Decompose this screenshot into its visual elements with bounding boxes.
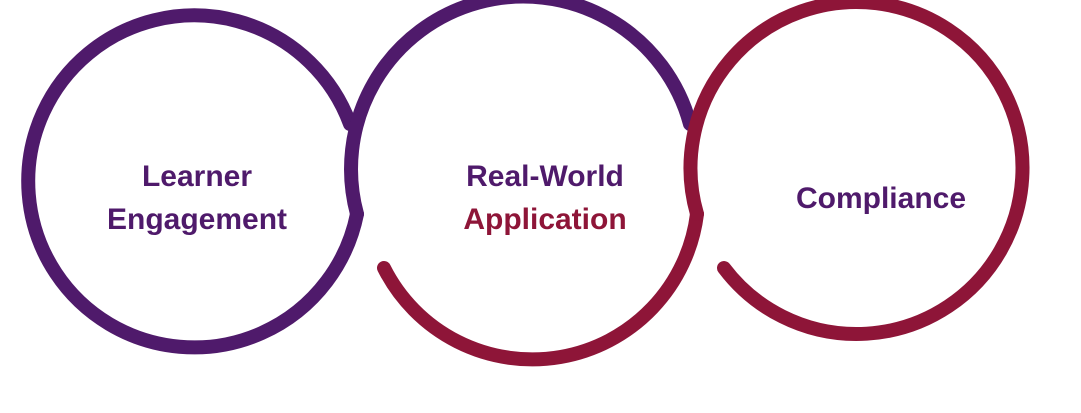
circle-real-world-application: Real-World Application — [344, 0, 704, 367]
ring-real-world-application-top — [344, 0, 697, 221]
circle-2-line-2: Application — [463, 203, 626, 236]
circle-2-line-1: Real-World — [466, 160, 624, 193]
circle-compliance: Compliance — [683, 0, 1030, 341]
circle-1-line-1: Learner — [142, 160, 252, 193]
ring-real-world-application-bottom — [377, 207, 704, 367]
circle-1-line-2: Engagement — [107, 203, 287, 236]
ring-compliance — [683, 0, 1030, 341]
circle-3-line-1: Compliance — [796, 182, 966, 215]
circle-learner-engagement: Learner Engagement — [21, 8, 364, 355]
ring-learner-engagement — [21, 8, 364, 355]
